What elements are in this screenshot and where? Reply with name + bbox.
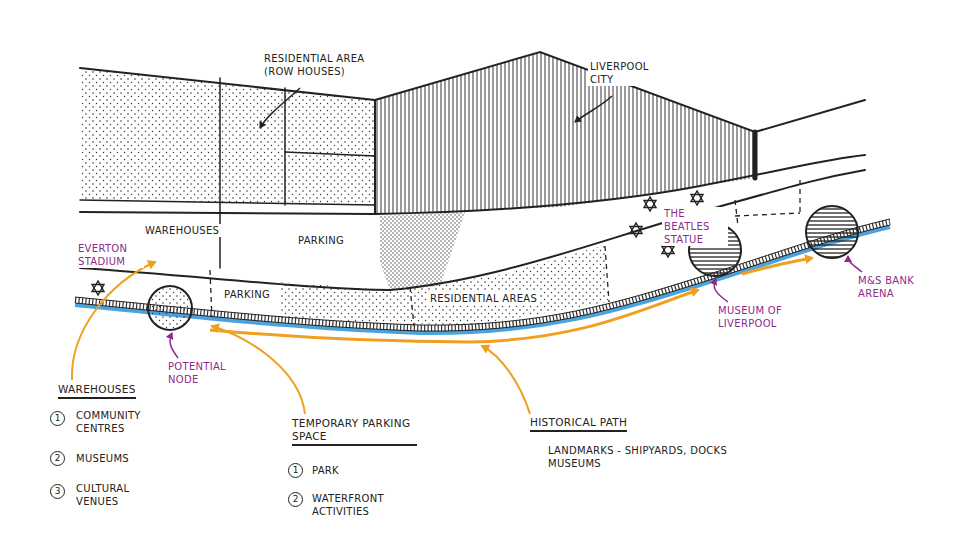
note-item: MUSEUMS [76,452,129,465]
note-heading: TEMPORARY PARKING SPACE [292,417,417,446]
region-label: PARKING [296,234,346,247]
callout-number: 2 [288,492,303,507]
node-label: POTENTIAL NODE [168,360,238,386]
note-item: LANDMARKS - SHIPYARDS, DOCKS MUSEUMS [548,444,728,470]
note-item: CULTURAL VENUES [76,482,156,508]
callout-number: 1 [288,463,303,478]
landmark-label: MUSEUM OF LIVERPOOL [718,304,818,330]
landmark-label: M&S BANK ARENA [858,274,928,300]
landmark-label: EVERTON STADIUM [76,242,144,268]
note-item: PARK [312,464,339,477]
landmark-label: THE BEATLES STATUE [662,207,728,246]
callout-number: 1 [50,411,65,426]
callout-number: 2 [50,451,65,466]
region-label: LIVERPOOL CITY [588,60,662,86]
region-label: PARKING [222,288,272,301]
note-heading: WAREHOUSES [58,383,136,399]
callout-number: 3 [50,484,65,499]
note-heading: HISTORICAL PATH [530,416,627,432]
note-item: WATERFRONT ACTIVITIES [312,492,422,518]
region-label: RESIDENTIAL AREAS [428,292,539,305]
region-label: RESIDENTIAL AREA (ROW HOUSES) [262,52,396,78]
note-item: COMMUNITY CENTRES [76,409,156,435]
region-label: WAREHOUSES [143,224,221,237]
